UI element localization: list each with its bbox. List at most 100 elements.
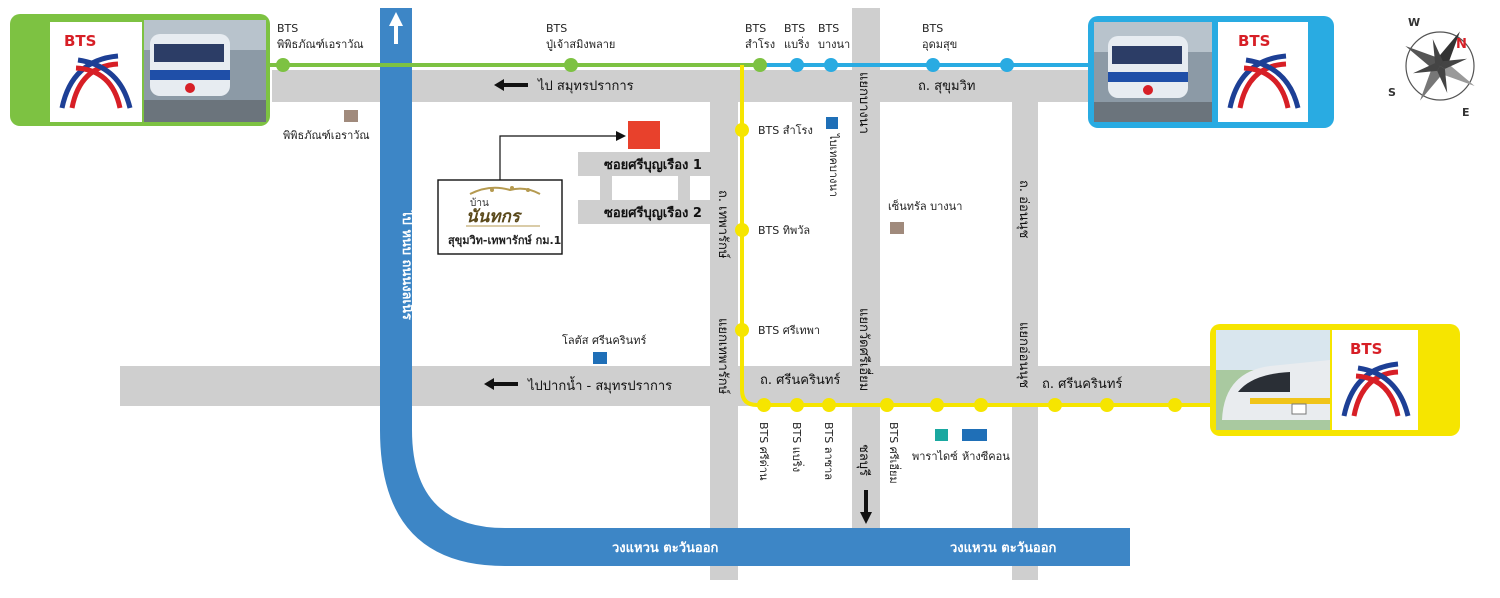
arrow-left-icon: [484, 378, 518, 390]
road-label-on-nut-junction: แยกอ่อนนุช: [1016, 322, 1031, 388]
seacon-marker: [962, 429, 987, 441]
station-name: แบริ่ง: [784, 36, 809, 51]
station-code: BTS: [784, 22, 805, 35]
central-bangna-label: เซ็นทรัล บางนา: [888, 199, 962, 213]
highway-label: ไป หนบ ถนนงลเนิร: [399, 208, 416, 320]
soi-2-label: ซอยศรีบุญเรือง 2: [604, 205, 702, 221]
station-name: BTS สำโรง: [758, 123, 813, 137]
station-code: BTS: [922, 22, 943, 35]
station-name: สำโรง: [745, 37, 775, 51]
bts-badge-green: BTS: [10, 14, 270, 126]
project-callout: บ้าน นันทกร สุขุมวิท-เทพารักษ์ กม.1: [437, 121, 660, 255]
project-logo-ornament-icon: [490, 188, 494, 192]
central-bangna-marker: [890, 222, 904, 234]
project-logo-ornament-icon: [469, 186, 541, 195]
landmarks: พิพิธภัณฑ์เอราวัณ ไบเทคบางนา เซ็นทรัล บา…: [283, 110, 1010, 463]
paradise-marker: [935, 429, 948, 441]
bts-logo-text: BTS: [1238, 32, 1270, 50]
station-dot: [753, 58, 767, 72]
station-name: BTS ทิพวัล: [758, 224, 810, 237]
roads: [120, 8, 1220, 580]
station-name: BTS ศรีด่าน: [757, 422, 770, 481]
station-dot: [1100, 398, 1114, 412]
bts-logo-icon: [1227, 53, 1287, 109]
road-label-sri-iam: แยกวัดศรีเอี่ยม: [856, 308, 873, 391]
road-label-top-left: ไป สมุทรปราการ: [537, 78, 634, 94]
station-labels-yellow-bottom: BTS ศรีด่าน BTS แบริ่ง BTS ลาซาล BTS ศรี…: [757, 422, 902, 484]
on-nut-road: [1012, 100, 1038, 580]
road-label-mid-left: ไปปากน้ำ - สมุทรปราการ: [527, 376, 672, 394]
paradise-label: พาราไดซ์: [912, 450, 958, 463]
station-dot: [1168, 398, 1182, 412]
project-caption: สุขุมวิท-เทพารักษ์ กม.1: [448, 234, 561, 248]
bts-lines: [270, 58, 1212, 412]
lotus-label: โลตัส ศรีนครินทร์: [562, 333, 646, 347]
callout-line: [499, 135, 622, 180]
station-dot: [757, 398, 771, 412]
station-name: BTS ลาซาล: [822, 422, 835, 480]
callout-arrow-icon: [616, 131, 626, 141]
road-label-top-right: ถ. สุขุมวิท: [918, 79, 975, 94]
station-dot: [790, 58, 804, 72]
station-dot: [735, 323, 749, 337]
highway: ไป หนบ ถนนงลเนิร วงแหวน ตะวันออก วงแหวน …: [380, 8, 1130, 566]
seacon-label: ห้างซีคอน: [962, 450, 1010, 463]
station-dot: [276, 58, 290, 72]
project-logo-ornament-icon: [510, 186, 514, 190]
erawan-museum-label: พิพิธภัณฑ์เอราวัณ: [283, 129, 370, 142]
lotus-marker: [593, 352, 607, 364]
station-name: พิพิธภัณฑ์เอราวัณ: [277, 38, 364, 51]
compass-w: W: [1408, 16, 1420, 29]
project-location-marker: [628, 121, 660, 149]
arrow-down-icon: [860, 490, 872, 524]
road-label-thepharak: ถ. เทพารักษ์: [715, 190, 731, 259]
station-dot: [822, 398, 836, 412]
bts-logo-icon: [59, 53, 119, 109]
ring-road-label-2: วงแหวน ตะวันออก: [950, 541, 1057, 556]
road-label-on-nut: ถ. อ่อนนุช: [1016, 180, 1031, 239]
train-photo-icon: [1216, 330, 1330, 430]
station-name: BTS ศรีเทพา: [758, 324, 820, 337]
bangna-road: [852, 8, 880, 528]
ring-road-label-1: วงแหวน ตะวันออก: [612, 541, 719, 556]
station-dot: [735, 223, 749, 237]
thepharak-road: [710, 100, 738, 580]
mega-bangna-marker: [826, 117, 838, 129]
soi-link-a: [600, 176, 612, 200]
bts-logo-text: BTS: [64, 32, 96, 50]
station-dot: [790, 398, 804, 412]
compass-e: E: [1462, 106, 1470, 119]
station-labels-top: BTS พิพิธภัณฑ์เอราวัณ BTS ปู่เจ้าสมิงพลา…: [277, 22, 957, 51]
station-name: BTS ศรีเอี่ยม: [887, 422, 902, 484]
train-photo-icon: [1094, 22, 1212, 122]
bts-badge-blue: BTS: [1088, 16, 1334, 128]
north-arrow-icon: [389, 12, 403, 44]
station-dot: [926, 58, 940, 72]
soi-2-road: [578, 200, 712, 224]
station-name: BTS แบริ่ง: [790, 422, 805, 472]
station-dot: [824, 58, 838, 72]
road-label-mid-right-1: ถ. ศรีนครินทร์: [760, 372, 840, 388]
road-label-bangna: แยกบางนา: [856, 72, 871, 134]
station-dot: [735, 123, 749, 137]
road-label-mid-right-2: ถ. ศรีนครินทร์: [1042, 376, 1122, 392]
station-code: BTS: [546, 22, 567, 35]
arrow-left-icon: [494, 79, 528, 91]
soi-link-b: [678, 176, 690, 200]
road-labels: ไป สมุทรปราการ ถ. สุขุมวิท ไปปากน้ำ - สม…: [484, 72, 1122, 524]
soi-1-road: [578, 152, 712, 176]
erawan-museum-marker: [344, 110, 358, 122]
station-dot: [974, 398, 988, 412]
station-dot: [564, 58, 578, 72]
station-code: BTS: [277, 22, 298, 35]
project-logo-ornament-icon: [526, 188, 530, 192]
compass-rose-icon: N W S E: [1388, 16, 1475, 119]
station-code: BTS: [818, 22, 839, 35]
project-logo-top: บ้าน: [470, 197, 489, 209]
station-name: ปู่เจ้าสมิงพลาย: [546, 38, 615, 51]
station-dot: [930, 398, 944, 412]
yellow-line: [740, 65, 1212, 407]
station-dot: [880, 398, 894, 412]
compass-s: S: [1388, 86, 1396, 99]
